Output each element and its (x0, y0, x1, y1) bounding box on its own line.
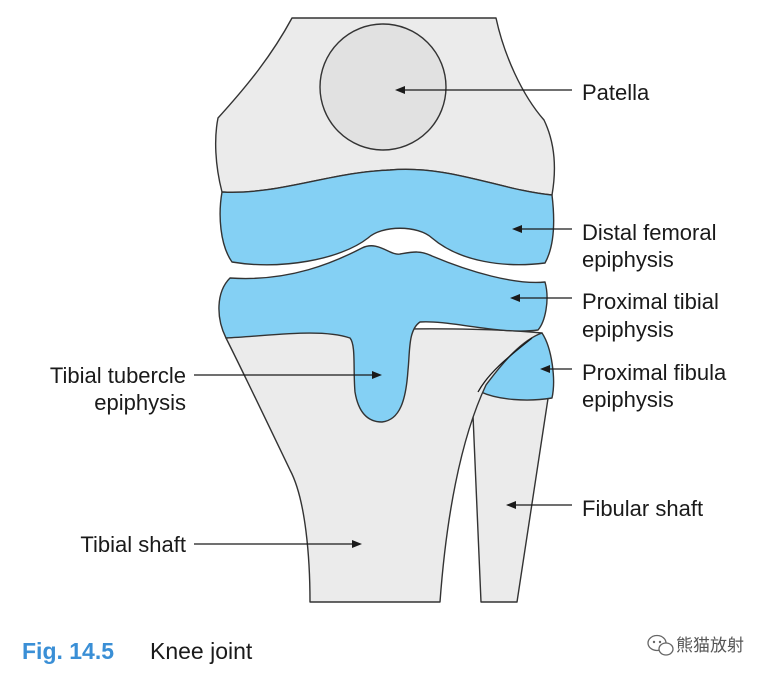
label-fibular-shaft: Fibular shaft (582, 496, 703, 521)
tibia-bone (225, 328, 543, 603)
label-tibial-shaft: Tibial shaft (80, 532, 186, 557)
label-tibial-tubercle: Tibial tubercle (50, 363, 186, 388)
leader-lines (194, 86, 572, 548)
figure-number: Fig. 14.5 (22, 638, 114, 664)
label-distal-femoral-epiphysis: epiphysis (582, 247, 674, 272)
label-proximal-tibial: Proximal tibial (582, 289, 719, 314)
label-proximal-fibula-epiphysis: epiphysis (582, 387, 674, 412)
tibiofibular-joint-line (477, 337, 533, 393)
watermark-text: 熊猫放射 (676, 636, 744, 656)
figure-title: Knee joint (150, 638, 253, 664)
label-distal-femoral: Distal femoral (582, 220, 716, 245)
distal-femoral-epiphysis (219, 168, 555, 266)
label-proximal-fibula: Proximal fibula (582, 360, 727, 385)
proximal-tibial-epiphysis (218, 245, 548, 423)
fibular-shaft-bone (471, 391, 550, 603)
label-tibial-tubercle-epiphysis: epiphysis (94, 390, 186, 415)
label-patella: Patella (582, 80, 650, 105)
patella-bone (319, 23, 447, 151)
label-proximal-tibial-epiphysis: epiphysis (582, 317, 674, 342)
wechat-icon (647, 634, 674, 656)
